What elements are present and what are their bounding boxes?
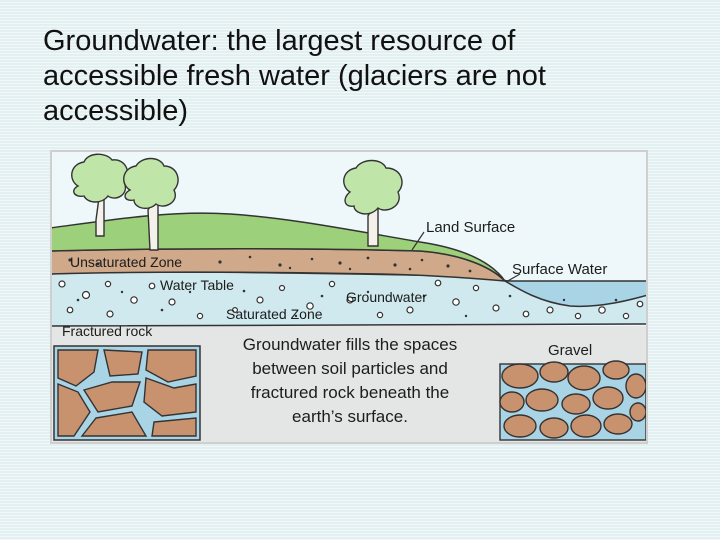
title-line-2: accessible fresh water (glaciers are not [43,59,683,94]
label-unsaturated-zone: Unsaturated Zone [70,254,182,270]
label-land-surface: Land Surface [426,219,515,236]
title-line-1: Groundwater: the largest resource of [43,24,683,59]
caption-line-2: between soil particles and [252,359,448,378]
gravel [500,361,646,440]
label-gravel: Gravel [548,342,592,359]
caption-line-4: earth’s surface. [292,407,408,426]
caption-line-1: Groundwater fills the spaces [243,335,458,354]
fractured-rock [54,346,200,440]
label-water-table: Water Table [160,277,234,293]
groundwater-diagram: Land Surface Surface Water Unsaturated Z… [50,150,648,444]
label-saturated-zone: Saturated Zone [226,306,323,322]
caption-line-3: fractured rock beneath the [251,383,449,402]
label-fractured-rock: Fractured rock [62,323,153,339]
title-line-3: accessible) [43,94,683,129]
slide-title: Groundwater: the largest resource of acc… [43,24,683,129]
label-surface-water: Surface Water [512,261,607,278]
label-groundwater: Groundwater [346,289,427,305]
